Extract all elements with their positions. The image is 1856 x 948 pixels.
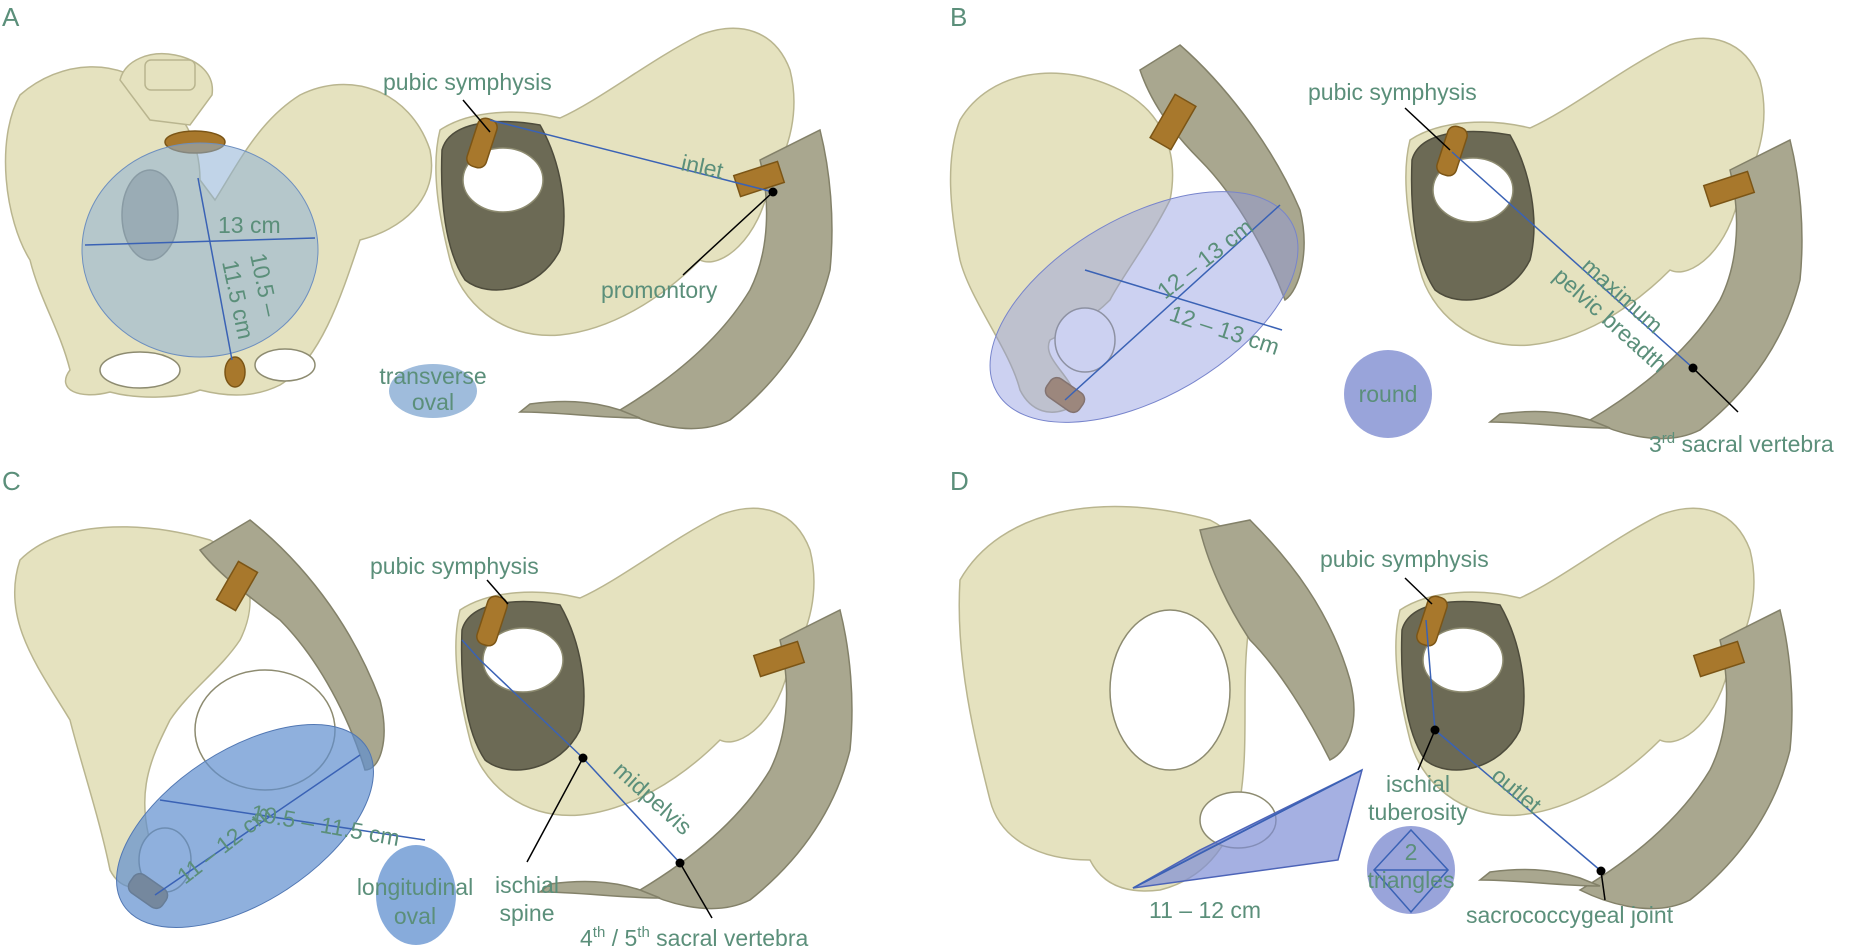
dim-13cm: 13 cm <box>218 212 281 238</box>
sacral-joint-d-side <box>1692 640 1746 678</box>
sacral-joint-b-side <box>1702 170 1756 208</box>
pubic-joint-b-side <box>1436 125 1468 177</box>
panel-b: B 12 – 13 cm 12 – 13 cm pubic sy <box>949 2 1834 457</box>
pelvis-front-view-a: 13 cm 10.5 – 11.5 cm <box>4 53 433 398</box>
pubic-joint-d-side <box>1416 595 1448 647</box>
panel-letter-c: C <box>2 466 21 496</box>
label-sacrococcygeal-joint: sacrococcygeal joint <box>1466 902 1674 928</box>
svg-text:2: 2 <box>1405 839 1418 865</box>
panel-letter-b: B <box>950 2 967 32</box>
shape-icon-longitudinal-oval: longitudinal oval <box>357 845 473 945</box>
label-pubic-symphysis-a: pubic symphysis <box>383 69 552 95</box>
pelvis-posterior-view-d: 11 – 12 cm <box>958 505 1364 923</box>
pubic-joint-a-front <box>224 356 246 388</box>
pelvis-oblique-view-c: 11 – 12 cm 10.5 – 11.5 cm <box>13 519 426 928</box>
svg-text:triangles: triangles <box>1368 867 1455 893</box>
label-spine-c: spine <box>500 900 555 926</box>
svg-text:transverse: transverse <box>379 363 486 389</box>
pelvis-oblique-view-b: 12 – 13 cm 12 – 13 cm <box>949 44 1305 423</box>
label-3rd-sacral-vertebra: 3rd sacral vertebra <box>1649 430 1834 457</box>
label-4th-5th-sacral: 4th / 5th sacral vertebra <box>580 924 809 948</box>
label-pubic-symphysis-b: pubic symphysis <box>1308 79 1477 105</box>
svg-text:oval: oval <box>394 903 436 929</box>
shape-icon-two-triangles: 2 triangles <box>1367 826 1455 914</box>
panel-letter-d: D <box>950 466 969 496</box>
pelvis-side-view-b: pubic symphysis maximum pelvic breadth 3… <box>1308 37 1834 457</box>
svg-text:oval: oval <box>412 389 454 415</box>
label-promontory: promontory <box>601 277 718 303</box>
sacral-joint-c <box>215 560 259 612</box>
label-ischial-c: ischial <box>495 872 559 898</box>
pelvis-side-view-c: pubic symphysis midpelvis ischial spine … <box>370 507 853 948</box>
panel-d: D 11 – 12 cm pubic symph <box>950 466 1793 928</box>
label-pubic-symphysis-d: pubic symphysis <box>1320 546 1489 572</box>
pubic-joint-b-front <box>1044 376 1086 414</box>
sacral-joint-b <box>1149 93 1197 151</box>
label-pubic-symphysis-c: pubic symphysis <box>370 553 539 579</box>
shape-icon-round: round <box>1344 350 1432 438</box>
panel-c: C 11 – 12 cm 10.5 – 11.5 cm <box>2 466 853 948</box>
pelvis-side-view-d: pubic symphysis outlet ischial tuberosit… <box>1320 507 1793 928</box>
pelvis-side-view-a: pubic symphysis inlet promontory <box>383 27 833 430</box>
pubic-joint-c-side <box>476 595 508 647</box>
svg-text:round: round <box>1359 381 1418 407</box>
panel-letter-a: A <box>2 2 20 32</box>
svg-text:longitudinal: longitudinal <box>357 874 473 900</box>
inlet-plane-ellipse <box>81 142 319 358</box>
max-breadth-plane <box>989 191 1299 423</box>
dim-d-1: 11 – 12 cm <box>1149 897 1261 923</box>
shape-icon-transverse-oval: transverse oval <box>379 363 487 418</box>
label-tuberosity-d: tuberosity <box>1368 799 1468 825</box>
panel-a: A 13 cm 10.5 – 11.5 cm <box>2 2 833 430</box>
sacral-joint-c-side <box>752 640 806 678</box>
label-ischial-d: ischial <box>1386 771 1450 797</box>
